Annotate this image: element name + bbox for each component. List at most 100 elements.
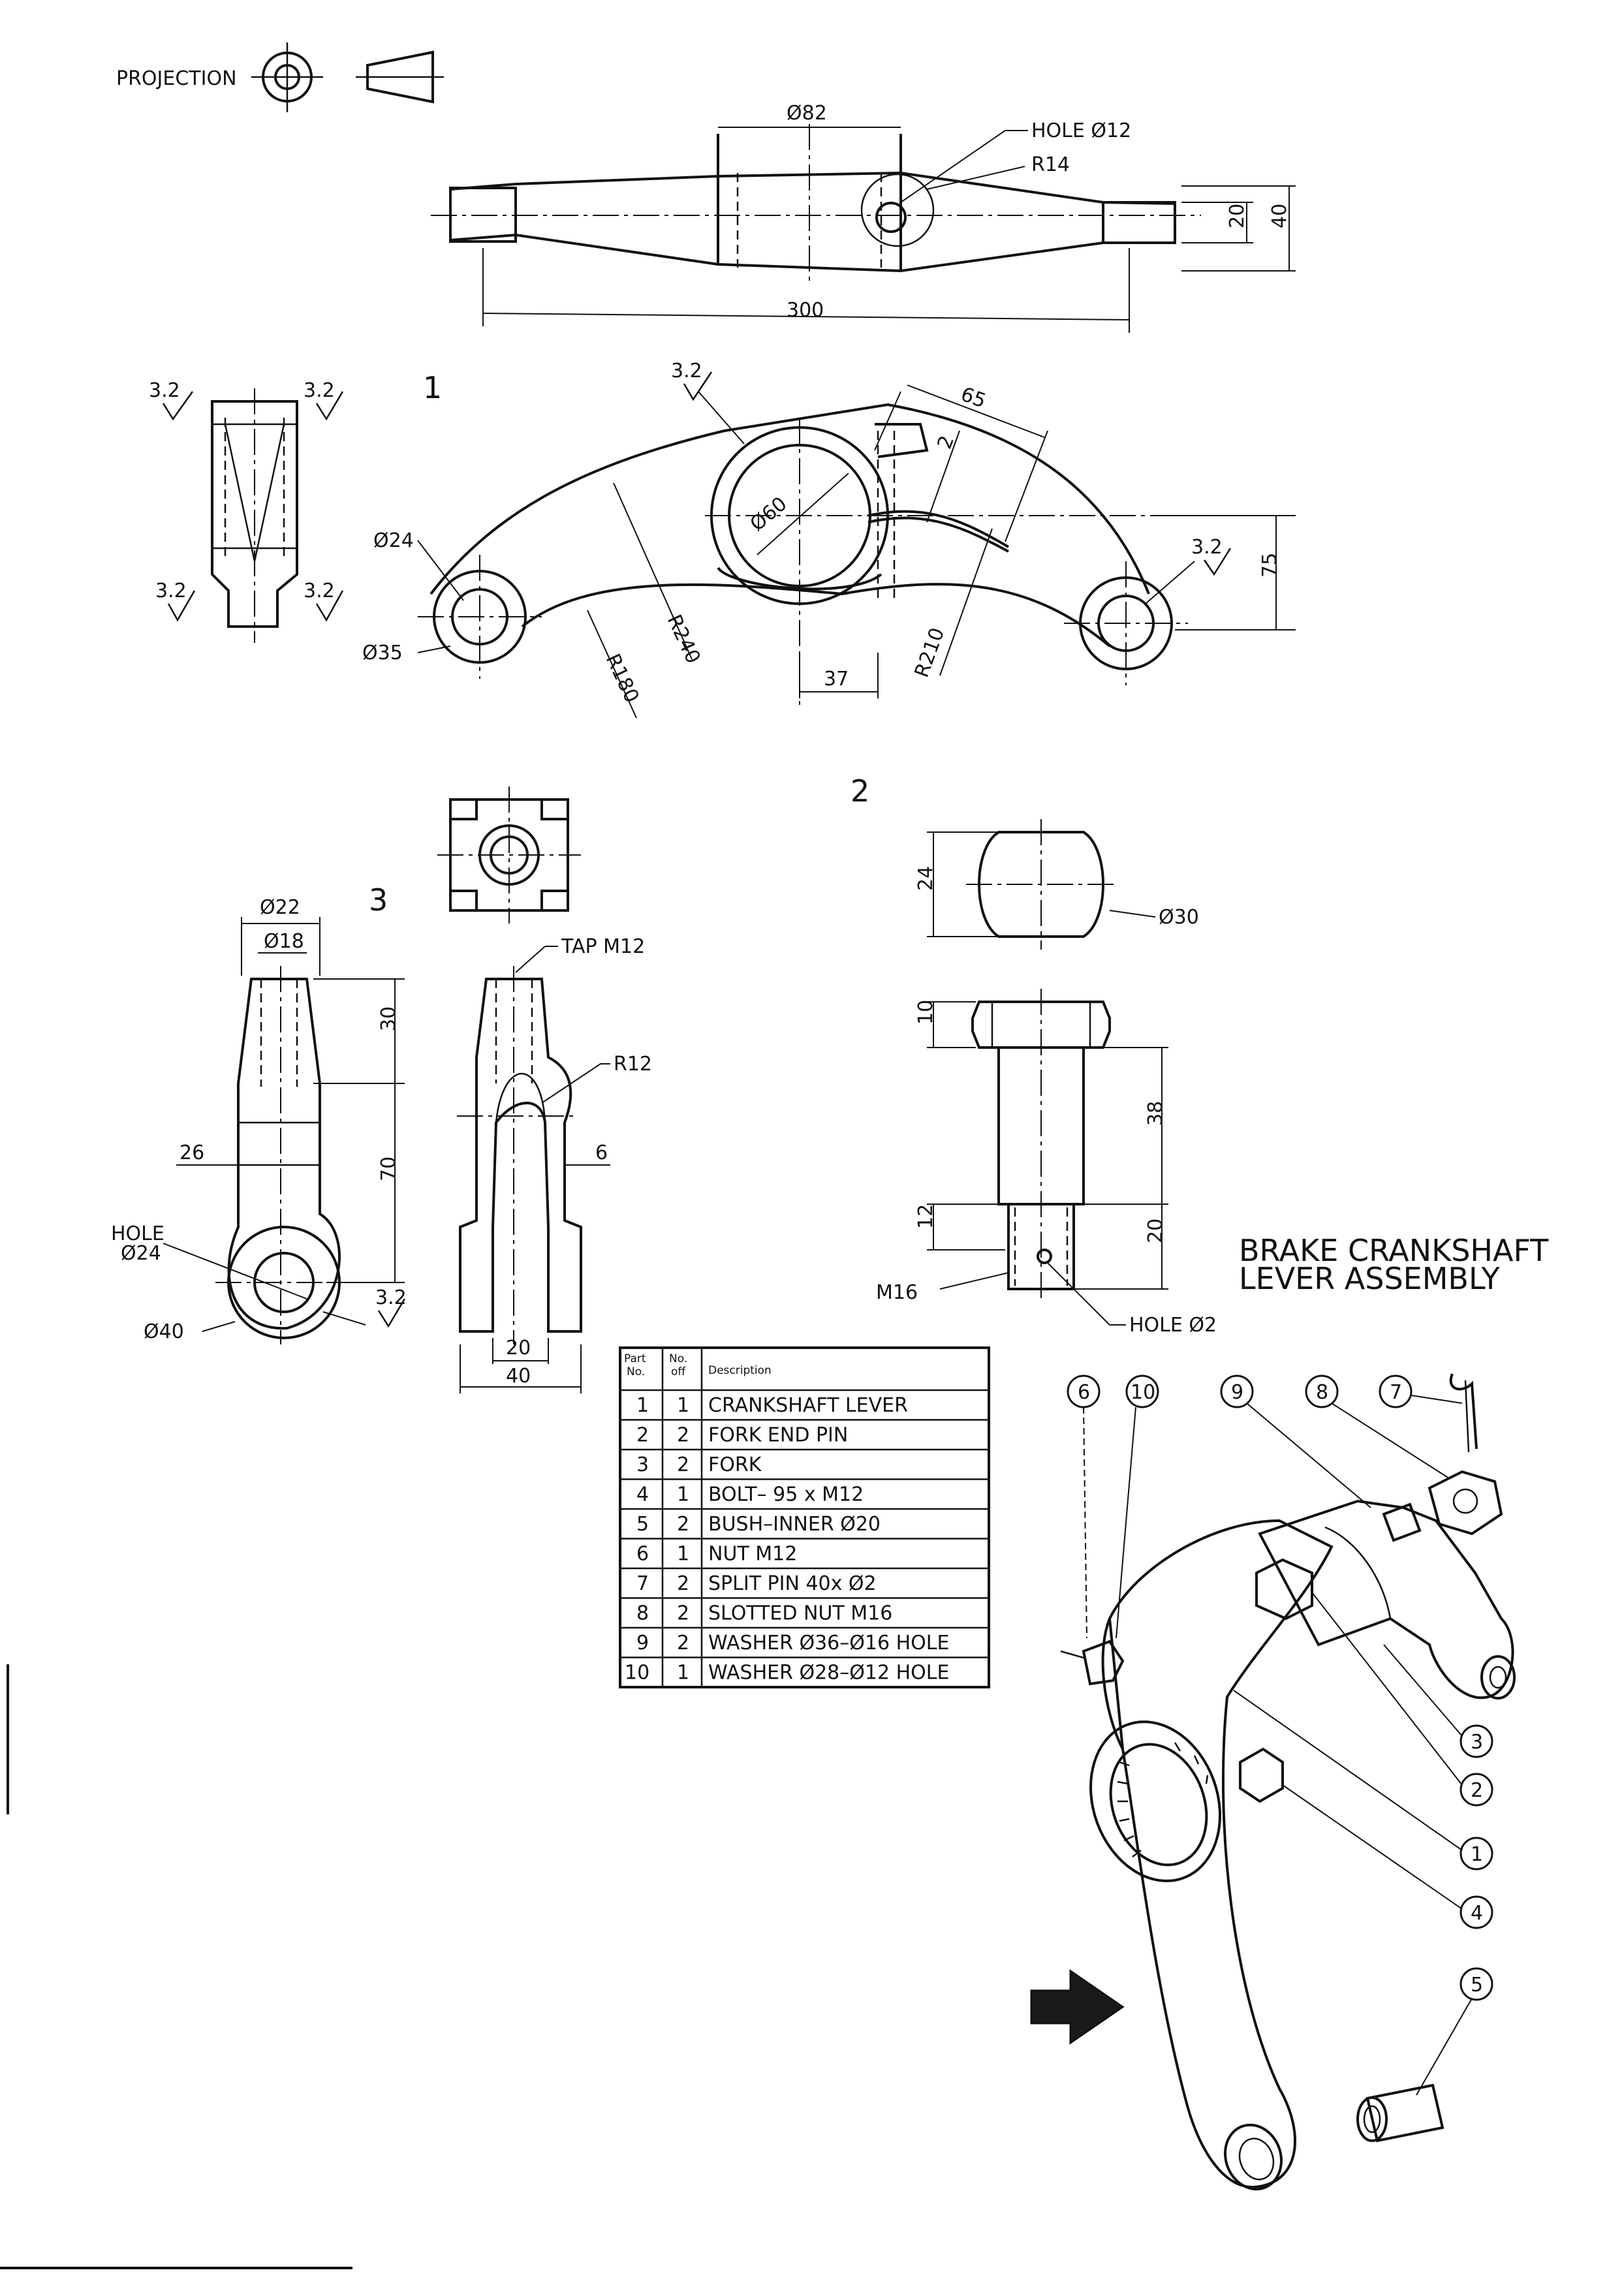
quantity-cell: 2 — [677, 1424, 689, 1447]
quantity-cell: 1 — [677, 1543, 689, 1566]
fork-end-view — [437, 786, 581, 924]
fork-side-view: Ø22 Ø18 30 70 26 HOLE Ø24 Ø40 3.2 — [111, 896, 407, 1344]
quantity-cell: 1 — [677, 1483, 689, 1506]
balloon-3: 3 — [1471, 1731, 1483, 1754]
pin-side-view: 10 38 20 12 M16 HOLE Ø2 — [876, 989, 1217, 1337]
part-number-cell: 3 — [636, 1453, 649, 1476]
description-cell: FORK END PIN — [708, 1424, 848, 1447]
dim-r180: R180 — [601, 651, 644, 707]
quantity-cell: 1 — [677, 1394, 689, 1417]
dim-p24: 24 — [914, 866, 937, 891]
quantity-cell: 1 — [677, 1662, 689, 1685]
dim-d75: 75 — [1258, 553, 1281, 578]
dim-r240: R240 — [663, 612, 705, 668]
projection-symbol: PROJECTION — [116, 42, 444, 112]
balloon-9: 9 — [1231, 1381, 1243, 1404]
description-cell: NUT M12 — [708, 1543, 797, 1566]
balloon-5: 5 — [1471, 1974, 1483, 1996]
quantity-cell: 2 — [677, 1572, 689, 1595]
header-description: Description — [708, 1364, 772, 1377]
part-number-cell: 6 — [636, 1543, 649, 1566]
part-number-cell: 1 — [636, 1394, 649, 1417]
rough-2: 3.2 — [304, 379, 335, 402]
part-number-cell: 4 — [636, 1483, 649, 1506]
title-line-1: BRAKE CRANKSHAFT — [1239, 1233, 1549, 1268]
dim-p20: 20 — [1144, 1219, 1167, 1243]
part-number-cell: 10 — [625, 1662, 649, 1685]
description-cell: WASHER Ø36–Ø16 HOLE — [708, 1632, 949, 1654]
dim-f22: Ø22 — [260, 896, 300, 919]
dim-f26: 26 — [180, 1142, 204, 1164]
part-number-cell: 5 — [636, 1513, 649, 1536]
dim-d300: 300 — [787, 299, 824, 322]
dim-r14: R14 — [1031, 153, 1070, 176]
balloon-4: 4 — [1471, 1902, 1483, 1925]
dim-f40: 40 — [506, 1365, 531, 1388]
view-number-1: 1 — [423, 370, 442, 405]
dim-p38: 38 — [1144, 1101, 1167, 1126]
header-part-a: Part — [624, 1352, 646, 1365]
dim-f40d: Ø40 — [144, 1320, 184, 1343]
description-cell: FORK — [708, 1453, 762, 1476]
balloon-6: 6 — [1078, 1381, 1090, 1404]
rough-7: 3.2 — [375, 1286, 407, 1309]
balloon-2: 2 — [1471, 1779, 1483, 1802]
part-number-cell: 2 — [636, 1424, 649, 1447]
dim-hole12: HOLE Ø12 — [1031, 119, 1131, 142]
dim-hole24: Ø24 — [121, 1242, 161, 1265]
fork-front-view: TAP M12 R12 6 20 40 — [457, 935, 652, 1393]
description-cell: BOLT– 95 x M12 — [708, 1483, 864, 1506]
quantity-cell: 2 — [677, 1632, 689, 1654]
assembly-isometric-view: 6 10 9 8 7 3 2 1 4 5 — [1030, 1373, 1516, 2191]
dim-tap: TAP M12 — [561, 935, 645, 958]
lever-side-view: 3.2 3.2 3.2 3.2 — [149, 379, 344, 643]
view-number-3: 3 — [369, 882, 388, 918]
description-cell: SLOTTED NUT M16 — [708, 1602, 892, 1625]
description-cell: CRANKSHAFT LEVER — [708, 1394, 908, 1417]
lever-front-view: Ø60 65 2 3.2 3.2 75 Ø24 Ø35 R240 R180 37… — [362, 360, 1296, 719]
rough-3: 3.2 — [155, 580, 187, 602]
balloon-8: 8 — [1316, 1381, 1328, 1404]
balloon-7: 7 — [1390, 1381, 1402, 1404]
part-number-cell: 8 — [636, 1602, 649, 1625]
view-number-2: 2 — [851, 773, 869, 809]
dim-d35: Ø35 — [362, 642, 403, 664]
header-noff-b: off — [671, 1365, 686, 1378]
dim-r210: R210 — [911, 625, 950, 680]
dim-d20: 20 — [1226, 204, 1249, 228]
rough-5: 3.2 — [671, 360, 702, 382]
dim-hole-label: HOLE — [111, 1222, 164, 1245]
projection-label: PROJECTION — [116, 67, 237, 90]
dim-m16: M16 — [876, 1281, 918, 1304]
lever-plan-view: Ø82 HOLE Ø12 R14 300 20 40 — [431, 102, 1296, 333]
dim-d60: Ø60 — [746, 493, 792, 536]
dim-f6: 6 — [595, 1142, 608, 1164]
dim-d65: 65 — [958, 383, 989, 413]
quantity-cell: 2 — [677, 1453, 689, 1476]
dim-f20: 20 — [506, 1337, 531, 1359]
header-part-b: No. — [627, 1365, 645, 1378]
dim-f30: 30 — [377, 1006, 400, 1031]
balloon-10: 10 — [1131, 1381, 1155, 1404]
pin-end-view: 24 Ø30 — [914, 819, 1199, 950]
dim-f70: 70 — [377, 1157, 400, 1181]
dim-p30: Ø30 — [1159, 906, 1199, 929]
title-line-2: LEVER ASSEMBLY — [1239, 1261, 1501, 1296]
dim-p10: 10 — [914, 1000, 937, 1025]
dim-f18: Ø18 — [264, 930, 304, 953]
dim-d24: Ø24 — [373, 529, 414, 552]
dim-r12: R12 — [614, 1053, 652, 1076]
rough-6: 3.2 — [1191, 536, 1223, 559]
quantity-cell: 2 — [677, 1513, 689, 1536]
dim-p12: 12 — [914, 1204, 937, 1229]
rough-4: 3.2 — [304, 580, 335, 602]
description-cell: BUSH–INNER Ø20 — [708, 1513, 881, 1536]
dim-d2: 2 — [933, 433, 959, 452]
dim-d37: 37 — [824, 668, 849, 691]
rough-1: 3.2 — [149, 379, 180, 402]
dim-d40: 40 — [1268, 204, 1291, 228]
description-cell: WASHER Ø28–Ø12 HOLE — [708, 1662, 949, 1685]
